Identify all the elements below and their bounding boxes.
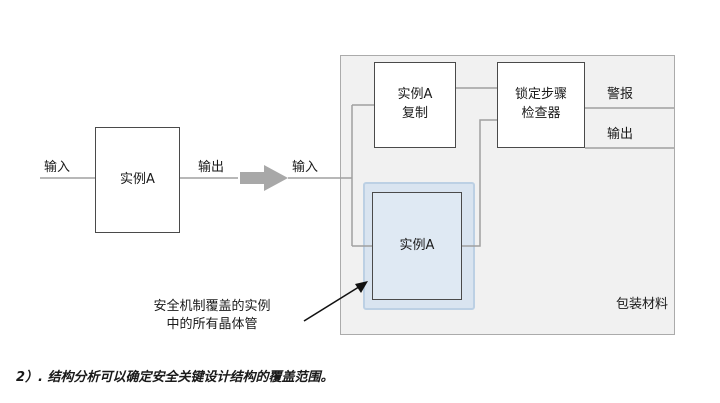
instance-copy-box: 实例A 复制 [374,62,456,148]
left-instance-box: 实例A [95,127,180,233]
left-instance-label: 实例A [120,171,155,187]
right-input-label: 输入 [292,160,319,175]
instance-copy-label: 实例A 复制 [397,87,433,121]
left-input-label: 输入 [44,160,71,175]
lockstep-checker-box: 锁定步骤 检查器 [497,62,585,148]
covered-instance-label: 实例A [399,237,435,253]
figure-caption: 2）. 结构分析可以确定安全关键设计结构的覆盖范围。 [16,370,334,385]
covered-instance-box: 实例A [372,192,462,300]
left-output-label: 输出 [198,160,225,175]
transform-arrow-icon [240,165,288,191]
wrapper-label: 包装材料 [615,297,668,312]
alarm-label: 警报 [607,87,634,102]
lockstep-checker-label: 锁定步骤 检查器 [514,87,567,121]
coverage-annotation-text: 安全机制覆盖的实例 中的所有晶体管 [153,299,271,332]
right-output-label: 输出 [607,127,634,142]
